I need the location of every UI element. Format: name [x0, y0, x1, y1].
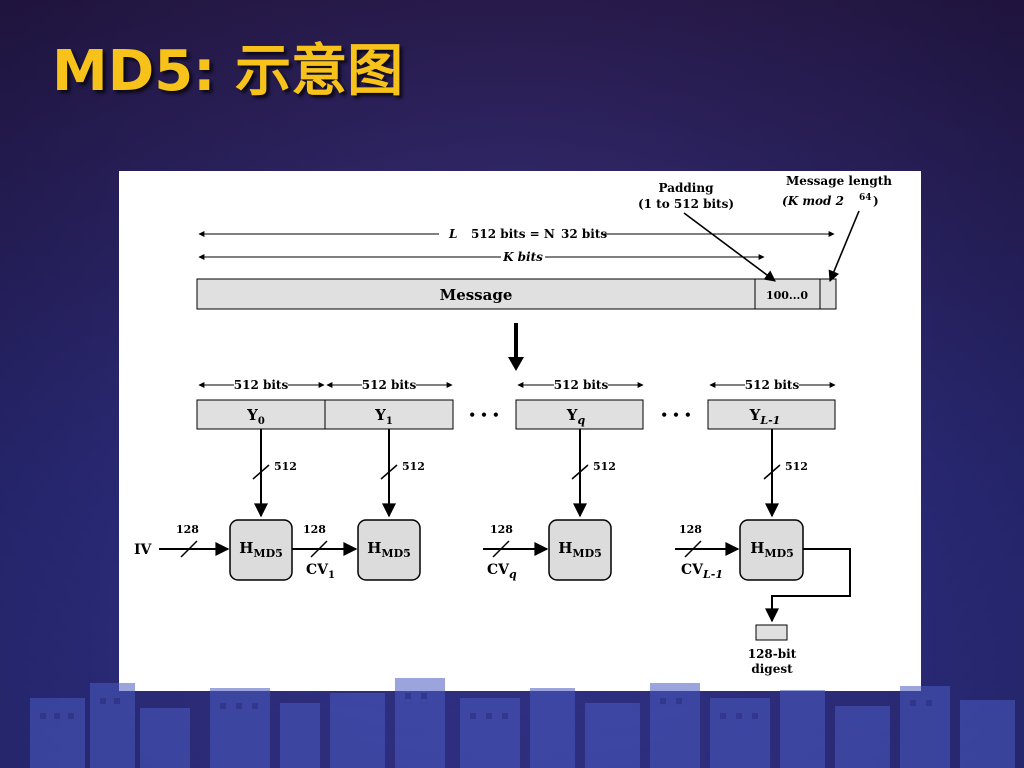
padding-value: 100...0	[766, 289, 808, 302]
hmd5-label-2: HMD5	[558, 539, 602, 560]
md5-diagram: Padding (1 to 512 bits) Message length (…	[134, 174, 892, 676]
message-length-exp: 64	[859, 193, 872, 203]
input-2: 512	[571, 429, 616, 518]
iv-chain: IV 128	[134, 523, 230, 558]
hmd5-box-2	[548, 519, 612, 581]
cv1-width: 128	[303, 523, 326, 536]
hmd5-label-1: HMD5	[367, 539, 411, 560]
cv1-chain: 128 CV1	[292, 523, 358, 581]
cvq-chain: 128 CVq	[483, 523, 549, 581]
cvq-width: 128	[490, 523, 513, 536]
length-callout-arrow	[828, 210, 860, 283]
cv1-label: CV1	[306, 562, 335, 581]
bits-eq-label: 512 bits = N	[471, 227, 555, 241]
message-length-mod-label: (K mod 2	[782, 194, 844, 208]
block-width-3-label: 512 bits	[745, 378, 800, 392]
cvl-chain: 128 CVL-1	[675, 523, 740, 581]
input-1: 512	[380, 429, 425, 518]
K-bits-label: K bits	[502, 250, 543, 264]
message-length-mod: (K mod 2	[782, 194, 844, 208]
block-width-1: 512 bits	[326, 378, 453, 392]
message-bar	[196, 278, 756, 310]
block-width-2-label: 512 bits	[554, 378, 609, 392]
block-width-0-label: 512 bits	[234, 378, 289, 392]
padding-callout-arrow	[683, 212, 776, 282]
input-3: 512	[763, 429, 808, 518]
split-down-arrowhead	[508, 357, 524, 371]
input-2-width: 512	[593, 460, 616, 473]
ellipsis-2: • • •	[660, 408, 691, 422]
cvq-label: CVq	[487, 562, 517, 581]
L-label: L	[448, 227, 457, 241]
padding-box	[754, 278, 821, 310]
message-length-close: )	[873, 194, 879, 208]
cvl-label: CVL-1	[681, 562, 723, 581]
block-width-1-label: 512 bits	[362, 378, 417, 392]
hmd5-label-0: HMD5	[239, 539, 283, 560]
input-1-width: 512	[402, 460, 425, 473]
digest-label-line2: digest	[751, 662, 793, 676]
block-YL-1-label: YL-1	[749, 406, 781, 427]
block-width-0: 512 bits	[198, 378, 325, 392]
block-Y0-label: Y0	[246, 406, 265, 427]
block-Y1-label: Y1	[374, 406, 393, 427]
slide-title: MD5: 示意图	[52, 39, 404, 104]
cvl-width: 128	[679, 523, 702, 536]
block-width-2: 512 bits	[517, 378, 644, 392]
length-box	[819, 278, 837, 310]
digest-box	[755, 624, 788, 641]
iv-label: IV	[134, 542, 153, 558]
block-Yq-label: Yq	[566, 406, 586, 427]
city-skyline-decoration	[30, 678, 1015, 768]
ellipsis-1: • • •	[468, 408, 499, 422]
block-width-3: 512 bits	[709, 378, 836, 392]
digest-label-line1: 128-bit	[748, 647, 797, 661]
block-YL-1	[707, 399, 836, 430]
block-Yq	[515, 399, 644, 430]
message-length-label: Message length	[786, 174, 892, 188]
hmd5-label-3: HMD5	[750, 539, 794, 560]
message-label: Message	[440, 286, 513, 304]
input-0: 512	[252, 429, 297, 518]
hmd5-box-1	[357, 519, 421, 581]
padding-label: Padding	[659, 181, 715, 195]
bits-32-label: 32 bits	[561, 227, 607, 241]
input-0-width: 512	[274, 460, 297, 473]
digest-path	[765, 548, 851, 623]
md5-diagram-panel: Padding (1 to 512 bits) Message length (…	[119, 171, 921, 691]
block-Y1	[324, 399, 454, 430]
padding-range-label: (1 to 512 bits)	[638, 197, 734, 211]
iv-width: 128	[176, 523, 199, 536]
input-3-width: 512	[785, 460, 808, 473]
